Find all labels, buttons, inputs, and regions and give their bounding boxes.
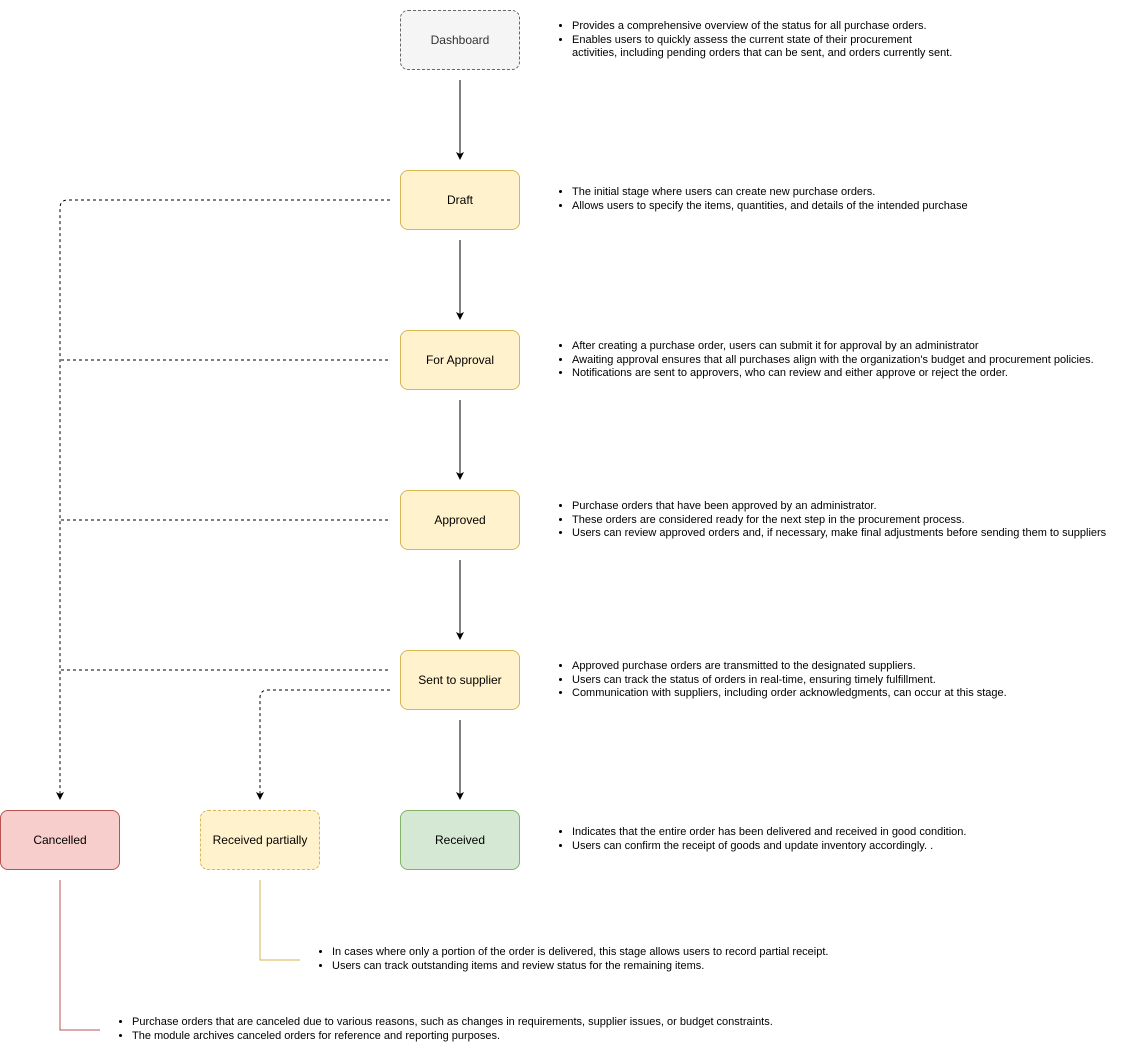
note-item: The initial stage where users can create…: [572, 186, 968, 200]
note-item: Users can track outstanding items and re…: [332, 960, 828, 974]
notes-draft: The initial stage where users can create…: [552, 186, 968, 213]
note-item: In cases where only a portion of the ord…: [332, 946, 828, 960]
node-sent-to-supplier-label: Sent to supplier: [418, 673, 502, 687]
note-item: Awaiting approval ensures that all purch…: [572, 354, 1094, 368]
node-cancelled: Cancelled: [0, 810, 120, 870]
dashed-path-draft-to-cancelled: [56, 199, 390, 800]
notes-approved: Purchase orders that have been approved …: [552, 500, 1106, 541]
node-received-label: Received: [434, 833, 486, 847]
note-item: Users can confirm the receipt of goods a…: [572, 840, 966, 854]
node-for-approval-label: For Approval: [425, 353, 495, 367]
note-item: Users can track the status of orders in …: [572, 674, 1007, 688]
note-item: Notifications are sent to approvers, who…: [572, 367, 1094, 381]
node-draft: Draft: [400, 170, 520, 230]
node-draft-label: Draft: [446, 193, 473, 207]
callout-line-received-partially: [259, 880, 300, 961]
node-received-partially-label: Received partially: [212, 833, 308, 847]
node-approved-label: Approved: [434, 513, 486, 527]
note-item: Communication with suppliers, including …: [572, 687, 1007, 701]
node-received: Received: [400, 810, 520, 870]
callout-line-cancelled: [59, 880, 100, 1031]
dashed-path-sent-to-received-partially: [256, 689, 390, 800]
note-item: The module archives canceled orders for …: [132, 1030, 773, 1044]
note-item: After creating a purchase order, users c…: [572, 340, 1094, 354]
node-dashboard-label: Dashboard: [430, 33, 490, 47]
notes-received: Indicates that the entire order has been…: [552, 826, 966, 853]
node-approved: Approved: [400, 490, 520, 550]
note-item: Enables users to quickly assess the curr…: [572, 34, 952, 61]
node-for-approval: For Approval: [400, 330, 520, 390]
node-dashboard: Dashboard: [400, 10, 520, 70]
node-sent-to-supplier: Sent to supplier: [400, 650, 520, 710]
note-item: Purchase orders that are canceled due to…: [132, 1016, 773, 1030]
notes-sent-to-supplier: Approved purchase orders are transmitted…: [552, 660, 1007, 701]
notes-cancelled: Purchase orders that are canceled due to…: [112, 1016, 773, 1043]
notes-received-partially: In cases where only a portion of the ord…: [312, 946, 828, 973]
notes-dashboard: Provides a comprehensive overview of the…: [552, 20, 952, 61]
note-item: Allows users to specify the items, quant…: [572, 200, 968, 214]
note-item: Approved purchase orders are transmitted…: [572, 660, 1007, 674]
note-item: Purchase orders that have been approved …: [572, 500, 1106, 514]
notes-for-approval: After creating a purchase order, users c…: [552, 340, 1094, 381]
note-item: Provides a comprehensive overview of the…: [572, 20, 952, 34]
note-item: Indicates that the entire order has been…: [572, 826, 966, 840]
node-cancelled-label: Cancelled: [33, 833, 87, 847]
note-item: Users can review approved orders and, if…: [572, 527, 1106, 541]
node-received-partially: Received partially: [200, 810, 320, 870]
note-item: These orders are considered ready for th…: [572, 514, 1106, 528]
